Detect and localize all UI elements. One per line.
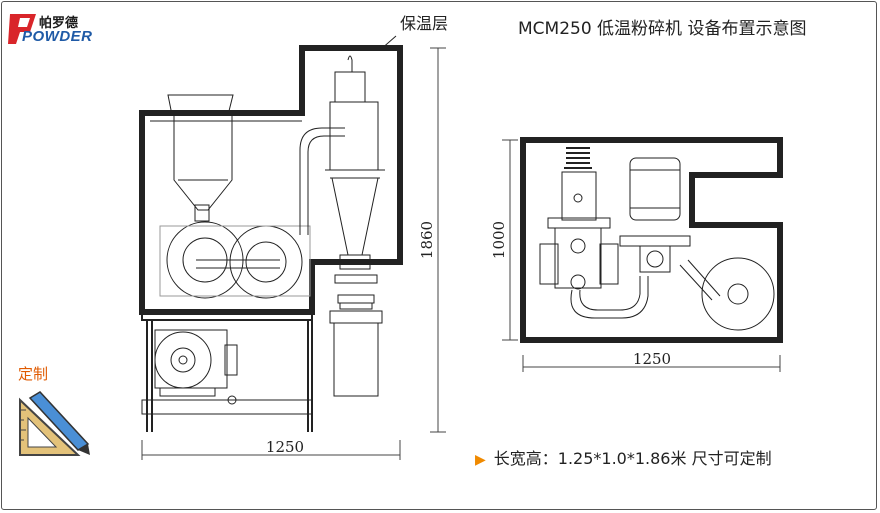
insulation-callout: 保温层 (400, 14, 449, 33)
left-width-dimension: 1250 (266, 438, 304, 456)
left-elevation (139, 35, 446, 460)
right-height-dimension: 1000 (490, 221, 508, 259)
left-height-dimension: 1860 (418, 221, 436, 259)
custom-label: 定制 (18, 365, 49, 383)
triangle-bullet-icon: ▶ (475, 452, 486, 468)
right-width-dimension: 1250 (633, 350, 671, 368)
right-plan-view (502, 137, 783, 372)
ruler-pencil-icon (19, 391, 90, 456)
spec-line: ▶ 长宽高：1.25*1.0*1.86米 尺寸可定制 (475, 445, 772, 469)
spec-text: 长宽高：1.25*1.0*1.86米 尺寸可定制 (493, 449, 772, 468)
brand-name-cn: 帕罗德 (39, 16, 79, 31)
brand-name-en: POWDER (22, 28, 93, 45)
page-title: MCM250 低温粉碎机 设备布置示意图 (518, 19, 807, 39)
logo-icon (8, 14, 36, 44)
